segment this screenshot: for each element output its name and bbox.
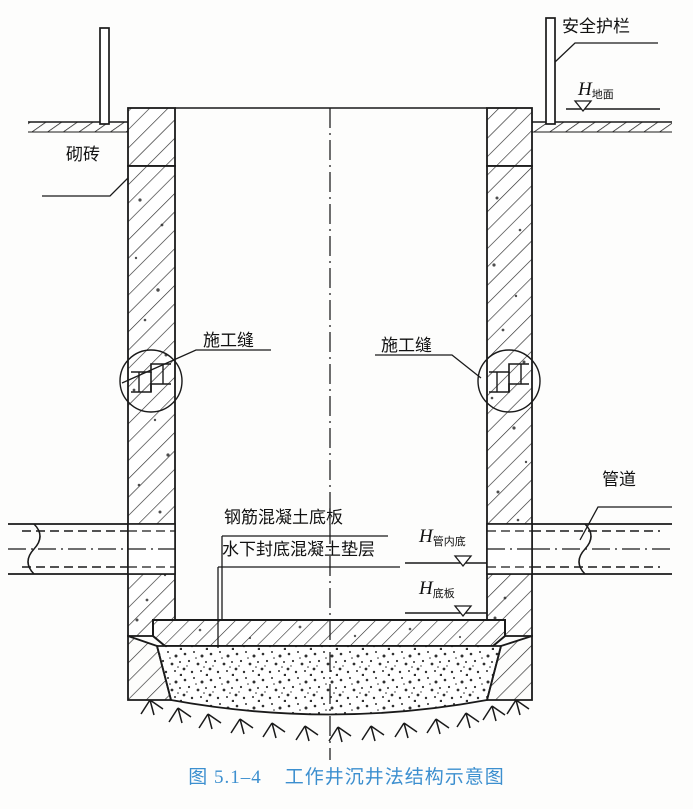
ground-elevation-marker (566, 100, 660, 113)
ground-elevation-h: H (578, 79, 592, 100)
leader-rc-base-slab (221, 535, 388, 620)
leader-brickwork (42, 177, 129, 197)
label-construction-joint-right: 施工缝 (381, 336, 432, 355)
left-wall-brick-section (127, 107, 176, 167)
label-brickwork: 砌砖 (66, 145, 100, 164)
construction-joint-detail-right (477, 349, 541, 413)
base-slab-level-h: H (419, 578, 433, 599)
label-rc-base-slab: 钢筋混凝土底板 (224, 508, 343, 527)
ground-line-group (28, 121, 672, 133)
leader-construction-joint-right (375, 354, 482, 379)
label-seal-cushion: 水下封底混凝土垫层 (222, 540, 375, 559)
shaft-structure-diagram (8, 17, 672, 760)
leader-pipeline (579, 506, 672, 541)
figure-caption: 图 5.1–4 工作井沉井法结构示意图 (188, 767, 505, 788)
ground-hatch-right (532, 122, 672, 132)
reinforced-concrete-base-slab (152, 619, 506, 647)
pipeline-right (532, 523, 672, 575)
base-slab-level-subscript: 底板 (432, 588, 455, 600)
leader-construction-joint-left (121, 349, 271, 384)
pipe-invert-subscript: 管内底 (432, 536, 466, 548)
label-construction-joint-left: 施工缝 (203, 331, 254, 350)
foundation-soil-hatch (140, 699, 530, 743)
label-pipe-invert: H管内底 (419, 526, 466, 548)
label-pipeline: 管道 (602, 470, 636, 489)
label-base-slab-level: H底板 (419, 578, 455, 600)
shaft-cutting-edge (127, 634, 533, 701)
leader-safety-railing (554, 42, 658, 63)
pipeline-left (8, 523, 128, 575)
safety-railing-post-right (545, 17, 556, 125)
pipe-wall-penetration (127, 523, 533, 575)
label-ground-elevation: H地面 (578, 79, 614, 101)
ground-elevation-subscript: 地面 (591, 89, 614, 101)
right-wall-brick-section (486, 107, 533, 167)
ground-hatch-left (28, 122, 128, 132)
construction-joint-detail-left (119, 349, 183, 413)
leader-seal-cushion (217, 566, 400, 648)
underwater-seal-concrete-cushion (155, 645, 503, 716)
base-slab-elevation-marker (405, 605, 487, 618)
safety-railing-post-left (99, 27, 110, 125)
pipe-invert-h: H (419, 526, 433, 547)
pipe-invert-elevation-marker (405, 555, 487, 568)
label-safety-railing: 安全护栏 (562, 17, 630, 36)
